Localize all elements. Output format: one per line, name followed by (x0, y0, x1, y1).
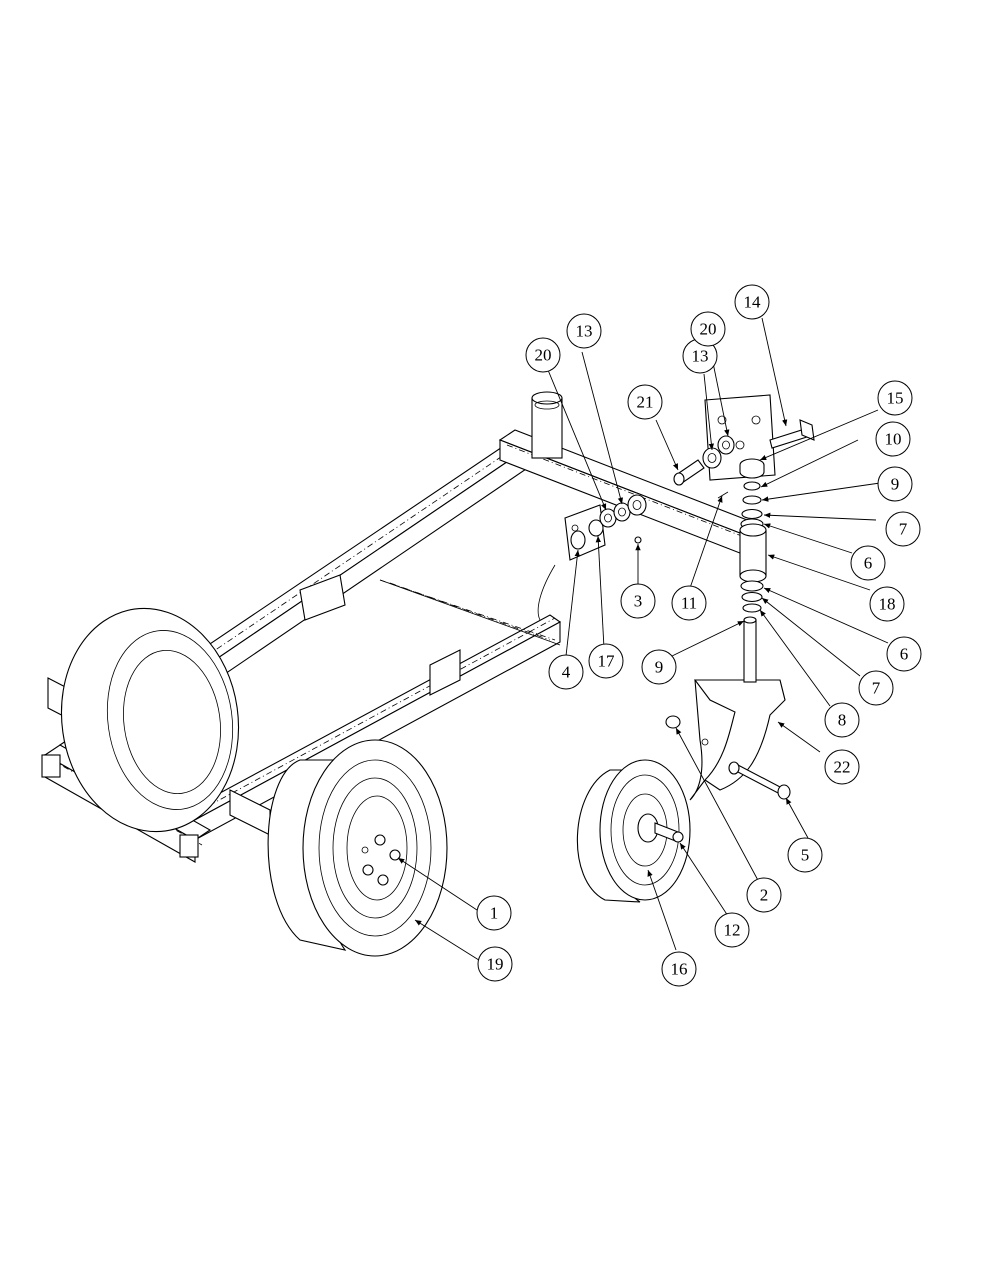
callout-17-label: 17 (598, 652, 616, 671)
callout-7-lower: 7 (858, 670, 894, 706)
callout-8: 8 (824, 702, 860, 738)
callout-13-left-label: 13 (576, 322, 593, 341)
callout-9-lower-label: 9 (655, 658, 664, 677)
callout-13-right-label: 13 (692, 347, 709, 366)
upper-hardware (673, 419, 815, 499)
leader-lines (397, 317, 889, 963)
callout-22: 22 (824, 749, 860, 785)
callout-19: 19 (477, 946, 513, 982)
callout-20-left: 20 (525, 337, 561, 373)
callout-15: 15 (877, 380, 913, 416)
callout-16: 16 (661, 951, 697, 987)
callout-7-upper: 7 (885, 511, 921, 547)
callout-22-label: 22 (834, 758, 851, 777)
callout-5-label: 5 (801, 846, 810, 865)
callout-10-label: 10 (885, 430, 902, 449)
callout-20-left-label: 20 (535, 346, 552, 365)
callout-3-label: 3 (634, 592, 643, 611)
callout-7-upper-label: 7 (899, 520, 908, 539)
callout-20-right: 20 (690, 311, 726, 347)
callout-11-label: 11 (681, 594, 697, 613)
caster-fork-22 (665, 619, 791, 801)
callout-2: 2 (746, 877, 782, 913)
callout-12-label: 12 (724, 921, 741, 940)
callout-3: 3 (620, 583, 656, 619)
callout-11: 11 (671, 585, 707, 621)
callout-8-label: 8 (838, 711, 847, 730)
rear-left-wheel (60, 607, 240, 833)
callout-18-label: 18 (879, 595, 896, 614)
rear-wheel-19 (267, 739, 448, 957)
callout-9-upper: 9 (877, 466, 913, 502)
callout-1-label: 1 (490, 904, 499, 923)
callout-16-label: 16 (671, 960, 688, 979)
caster-wheel-16 (576, 759, 691, 903)
callout-2-label: 2 (760, 886, 769, 905)
callout-9-upper-label: 9 (891, 475, 900, 494)
callout-13-left: 13 (566, 313, 602, 349)
callout-6-upper-label: 6 (864, 554, 873, 573)
left-pivot-hardware (537, 494, 647, 621)
callout-14: 14 (734, 284, 770, 320)
callout-14-label: 14 (744, 293, 762, 312)
callout-17: 17 (588, 643, 624, 679)
callout-4: 4 (548, 654, 584, 690)
callout-21-label: 21 (637, 393, 654, 412)
callout-13-right: 13 (682, 338, 718, 374)
callout-9-lower: 9 (641, 649, 677, 685)
callout-20-right-label: 20 (700, 320, 717, 339)
callout-18: 18 (869, 586, 905, 622)
callout-6-lower: 6 (886, 636, 922, 672)
callout-7-lower-label: 7 (872, 679, 881, 698)
callout-21: 21 (627, 384, 663, 420)
callout-4-label: 4 (562, 663, 571, 682)
pivot-stack (739, 458, 767, 624)
callout-1: 1 (476, 895, 512, 931)
callout-6-lower-label: 6 (900, 645, 909, 664)
callout-5: 5 (787, 837, 823, 873)
callout-19-label: 19 (487, 955, 504, 974)
callout-15-label: 15 (887, 389, 904, 408)
callout-12: 12 (714, 912, 750, 948)
callout-10: 10 (875, 421, 911, 457)
callout-6-upper: 6 (850, 545, 886, 581)
